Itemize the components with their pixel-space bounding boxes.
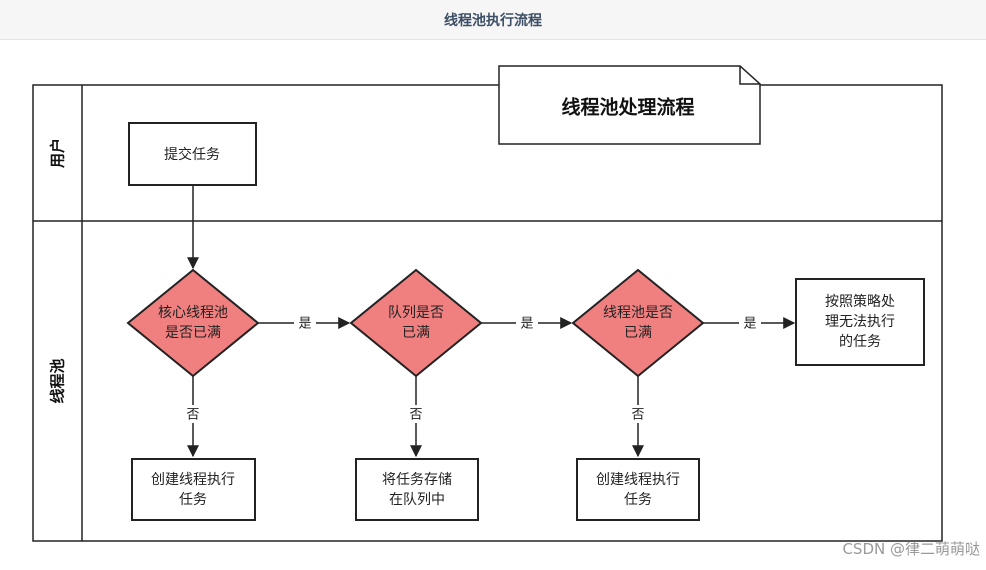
edge-label-bg bbox=[516, 314, 538, 332]
node-reject-policy-line3: 的任务 bbox=[839, 334, 881, 350]
diagram-title: 线程池处理流程 bbox=[561, 96, 694, 119]
node-submit-task-label: 提交任务 bbox=[164, 146, 220, 163]
edge-label-bg bbox=[627, 405, 649, 423]
node-enqueue-task bbox=[355, 458, 479, 521]
decision-pool-full bbox=[571, 268, 705, 378]
node-create-thread-2-line1: 创建线程执行 bbox=[596, 472, 680, 488]
edge-label-bg bbox=[294, 314, 316, 332]
node-enqueue-task-line1: 将任务存储 bbox=[382, 472, 452, 488]
node-create-thread-2-line2: 任务 bbox=[624, 492, 652, 508]
page-title: 线程池执行流程 bbox=[444, 12, 542, 29]
node-create-thread-2 bbox=[576, 458, 700, 521]
edge-label-no-2: 否 bbox=[409, 408, 422, 423]
edge-label-yes-1: 是 bbox=[298, 317, 311, 332]
decision-pool-full-line1: 线程池是否 bbox=[603, 305, 673, 321]
decision-core-pool-full bbox=[126, 268, 260, 378]
decision-core-pool-full-line1: 核心线程池 bbox=[158, 305, 228, 321]
decision-pool-full-line2: 已满 bbox=[624, 325, 652, 341]
edge-label-bg bbox=[739, 314, 761, 332]
edge-label-yes-3: 是 bbox=[743, 317, 756, 332]
edge-label-yes-2: 是 bbox=[520, 317, 533, 332]
decision-queue-full-line2: 已满 bbox=[402, 325, 430, 341]
edge-label-no-3: 否 bbox=[631, 408, 644, 423]
decision-core-pool-full-line2: 是否已满 bbox=[165, 325, 221, 341]
node-create-thread-1-line2: 任务 bbox=[179, 492, 207, 508]
page-header: 线程池执行流程 bbox=[0, 0, 986, 40]
node-enqueue-task-line2: 在队列中 bbox=[389, 492, 445, 508]
decision-queue-full bbox=[349, 268, 483, 378]
node-reject-policy bbox=[795, 278, 925, 366]
title-note-fold bbox=[739, 66, 760, 85]
watermark: CSDN @律二萌萌哒 bbox=[842, 540, 980, 558]
decision-queue-full-line1: 队列是否 bbox=[388, 305, 444, 321]
edge-label-bg bbox=[182, 405, 204, 423]
node-create-thread-1-line1: 创建线程执行 bbox=[151, 472, 235, 488]
lane-label-pool: 线程池 bbox=[49, 358, 67, 403]
node-reject-policy-line2: 理无法执行 bbox=[825, 314, 895, 330]
title-note bbox=[498, 65, 761, 145]
swimlane-frame bbox=[32, 84, 943, 542]
node-create-thread-1 bbox=[131, 458, 256, 521]
node-reject-policy-line1: 按照策略处 bbox=[825, 293, 895, 310]
edge-label-no-1: 否 bbox=[186, 408, 199, 423]
edge-label-bg bbox=[405, 405, 427, 423]
lane-label-user: 用户 bbox=[49, 138, 67, 168]
node-submit-task bbox=[128, 122, 257, 186]
